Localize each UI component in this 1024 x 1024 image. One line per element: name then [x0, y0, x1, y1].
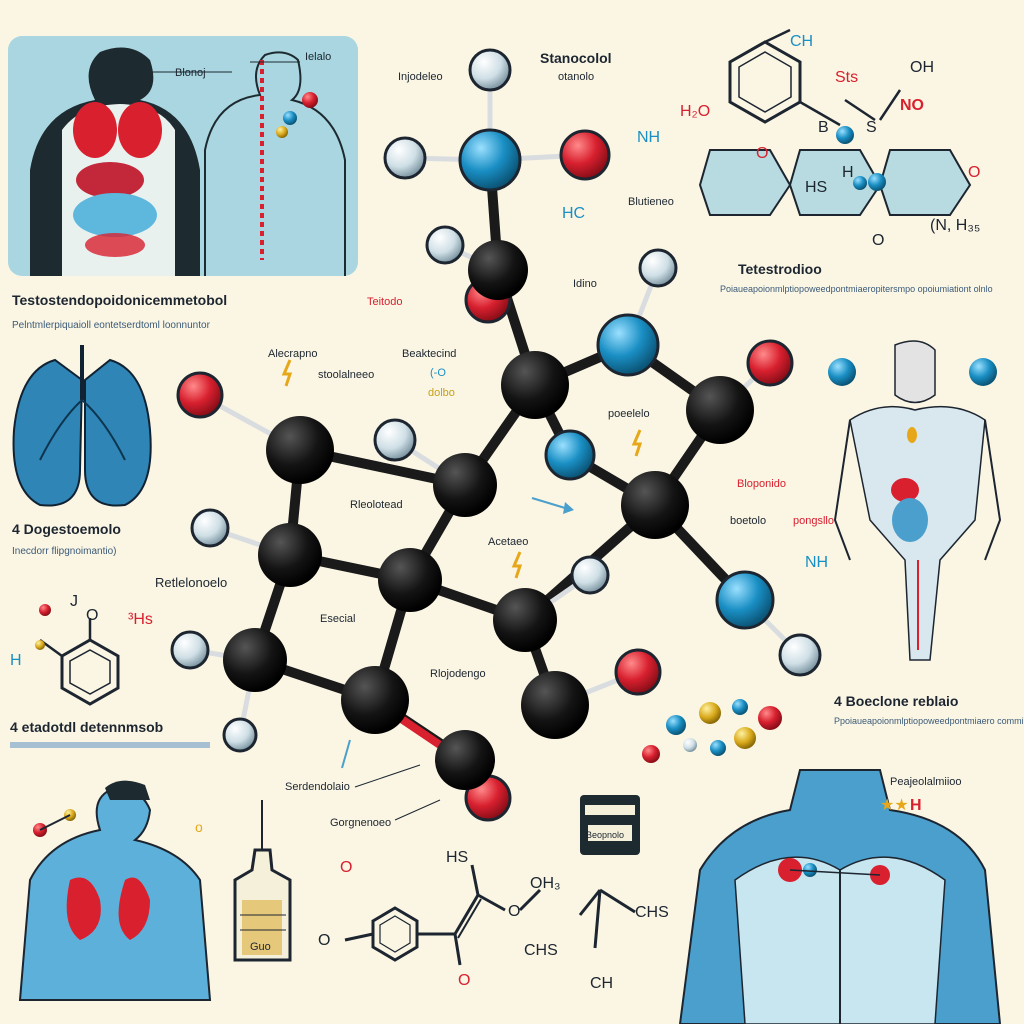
chem-bl-hs: ³Hs [128, 611, 153, 628]
bottom-left-caption: 4 etadotdl detennmsob [10, 719, 163, 735]
right-desc: Ppoiaueapoionmlptiopoweedpontmiaero comm… [834, 716, 1024, 726]
accent-marks [281, 359, 643, 821]
chem-tr-b: B [818, 119, 829, 136]
mol-label-hc: HC [562, 205, 585, 222]
mol-label-gorgnenoeo: Gorgnenoeo [330, 817, 391, 829]
mol-label-stoolalneeo: stoolalneeo [318, 369, 374, 381]
chem-bm-o4: O [458, 972, 470, 989]
chem-bm-o2: O [508, 903, 520, 920]
mol-label-acetaeo: Acetaeo [488, 536, 528, 548]
mol-label-alecrapno: Alecrapno [268, 348, 318, 360]
chem-tr-s: S [866, 119, 877, 136]
body-label-2: Ielalo [305, 51, 331, 63]
mol-label-pongsllo: pongsllo [793, 515, 834, 527]
mol-label-blutieneo: Blutieneo [628, 196, 674, 208]
lungs-illustration [12, 345, 152, 507]
central-molecule [170, 48, 822, 822]
mol-label-rlojodengo: Rlojodengo [430, 668, 486, 680]
mol-label-nh2: NH [805, 554, 828, 571]
mol-label-beaktecind: Beaktecind [402, 348, 456, 360]
device-label: Beopnolo [586, 830, 624, 840]
man-breathing-illustration: o [18, 780, 212, 1001]
scattered-atoms [642, 699, 782, 763]
syringe-bottle-illustration [233, 800, 292, 962]
chest-illustration [678, 769, 1002, 1024]
panel-title: Testostendopoidonicemmetobol [12, 292, 227, 308]
mol-label-rleolotead: Rleolotead [350, 499, 403, 511]
mol-label-ho: (-O [430, 367, 446, 379]
molecule-sub: otanolo [558, 71, 594, 83]
benzene-ring-left [35, 604, 120, 706]
chem-bm-och3: OH₃ [530, 875, 561, 892]
right-title: 4 Boeclone reblaio [834, 693, 958, 709]
bottom-left-title: Retlelonoelo [155, 575, 227, 590]
chem-tr-o1: O [756, 145, 768, 162]
chem-tr-o2: O [872, 232, 884, 249]
panel-desc: Pelntmlerpiquaioll eontetserdtoml loonnu… [12, 320, 211, 331]
lung-right-organ [118, 102, 162, 158]
chem-tr-h2o: H₂O [680, 103, 710, 120]
chest-h: H [910, 797, 922, 814]
chem-tr-oh: OH [910, 59, 934, 76]
svg-text:o: o [195, 819, 203, 835]
mol-label-poeelelo: poeelelo [608, 408, 650, 420]
mol-label-bloponido: Bloponido [737, 478, 786, 490]
chem-tr-o3: O [968, 164, 980, 181]
chem-tr-ch: CH [790, 33, 813, 50]
muscular-figure [828, 340, 1002, 661]
mol-label-teitodo: Teitodo [367, 296, 402, 308]
body-anatomy-panel: Blonoj Ielalo [8, 36, 358, 276]
mol-label-nh: NH [637, 129, 660, 146]
device-box [580, 795, 640, 855]
chem-tr-sts: Sts [835, 69, 858, 86]
lung-desc: Inecdorr flipgnoimantio) [12, 546, 117, 557]
intestine-organ [73, 193, 157, 237]
chem-bm-ch3: CHS [635, 904, 669, 921]
chem-bm-o3: O [318, 932, 330, 949]
mol-label-boetolo: boetolo [730, 515, 766, 527]
chem-bl-h: H [10, 652, 22, 669]
mol-label-serdendolaio: Serdendolaio [285, 781, 350, 793]
mol-label-esecial: Esecial [320, 613, 355, 625]
chem-bl-j: J [70, 593, 78, 610]
top-right-structure [698, 28, 972, 216]
bottom-middle-structure [344, 864, 636, 966]
chem-tr-hs: HS [805, 179, 827, 196]
chem-tr-no: NO [900, 97, 924, 114]
lung-left-organ [73, 102, 117, 158]
mol-label-idino: Idino [573, 278, 597, 290]
bottom-left-desc-bar [10, 742, 210, 748]
star-icon: ★★ [880, 795, 909, 814]
chem-tr-nh3: (N, H₃₅ [930, 217, 980, 234]
chem-bl-o: O [86, 607, 98, 624]
chem-tr-desc: Poiaueapoionmlptiopoweedpontmiaeropiters… [720, 284, 993, 294]
chem-bm-ch: CH [590, 975, 613, 992]
chem-bm-chs: CHS [524, 942, 558, 959]
body-label-1: Blonoj [175, 67, 206, 79]
chest-title: Peajeolalmiioo [890, 776, 962, 788]
chem-tr-title: Tetestrodioo [738, 261, 822, 277]
chem-bm-o1: O [340, 859, 352, 876]
syringe-label: Guo [250, 941, 271, 953]
mol-label-injodeleo: Injodeleo [398, 71, 443, 83]
lung-title: 4 Dogestoemolo [12, 521, 121, 537]
mol-label-dolbo: dolbo [428, 387, 455, 399]
chem-tr-h: H [842, 164, 854, 181]
molecule-name: Stanocolol [540, 50, 612, 66]
chem-bm-hs: HS [446, 849, 468, 866]
